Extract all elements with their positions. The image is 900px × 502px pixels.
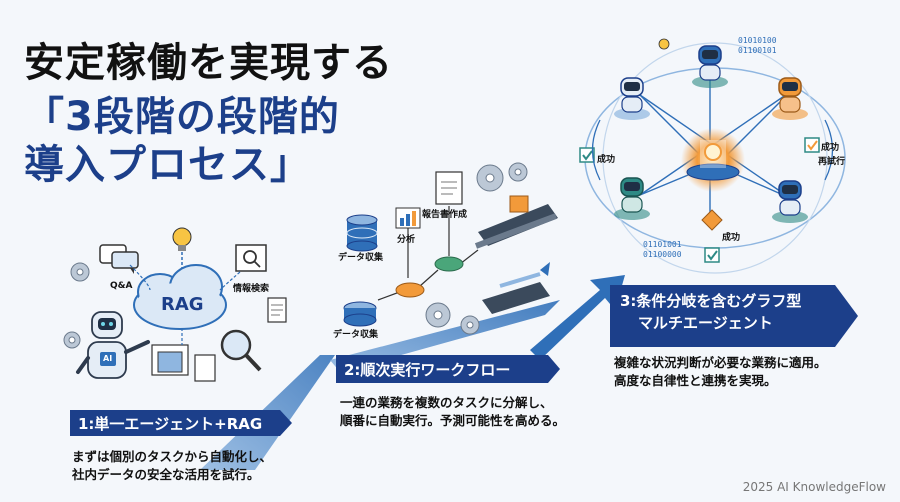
check-icon-2 — [804, 137, 820, 153]
robot-agent-icon-right-bottom — [772, 180, 808, 223]
report-icon — [435, 171, 463, 205]
qa-label: Q&A — [110, 281, 133, 291]
gear-icon — [63, 262, 90, 349]
binary-text-1: 01010100 — [738, 36, 777, 45]
step1-banner-shape — [70, 410, 292, 436]
step3-illustration — [579, 38, 846, 274]
step1-desc-line1: まずは個別のタスクから自動化し、 — [72, 449, 273, 464]
step3-desc-line2: 高度な自律性と連携を実現。 — [614, 373, 777, 388]
success-label-2: 成功 — [821, 143, 840, 153]
step3-banner-line2: マルチエージェント — [638, 314, 773, 332]
folder-icon — [151, 344, 216, 382]
conveyor-icon-2 — [482, 262, 550, 314]
check-icon-3 — [704, 247, 720, 263]
binary-text-2: 01100101 — [738, 46, 777, 55]
data-collect-label-2: データ収集 — [333, 330, 379, 340]
step2-banner: 2:順次実行ワークフロー — [344, 361, 511, 379]
search-label: 情報検索 — [233, 284, 270, 294]
gear-icon-2 — [425, 162, 528, 335]
robot-agent-icon-left-top — [614, 77, 650, 120]
robot-agent-icon-top — [692, 45, 728, 88]
report-label: 報告書作成 — [422, 210, 468, 220]
database-icon-2 — [343, 301, 377, 327]
step3-banner-shape — [610, 285, 858, 347]
binary-text-4: 01100000 — [643, 250, 682, 259]
step2-desc-line2: 順番に自動実行。予測可能性を高める。 — [340, 413, 566, 428]
check-icon — [579, 147, 595, 163]
robot-icon — [76, 311, 150, 379]
core-hub-icon — [681, 128, 745, 192]
analysis-label: 分析 — [397, 235, 416, 245]
binary-text-3: 01101001 — [643, 240, 682, 249]
step2-desc-line1: 一連の業務を複数のタスクに分解し、 — [340, 395, 553, 410]
footer-copyright: 2025 AI KnowledgeFlow — [742, 480, 886, 494]
success-label-1: 成功 — [597, 155, 616, 165]
step2-banner-shape — [336, 355, 560, 383]
rag-cloud-icon — [133, 264, 227, 330]
step1-illustration — [63, 227, 287, 382]
chat-bubble-icon — [99, 244, 139, 274]
search-icon — [235, 244, 267, 272]
step3-desc-line1: 複雑な状況判断が必要な業務に適用。 — [614, 355, 827, 370]
step3-banner-line1: 3:条件分岐を含むグラフ型 — [620, 292, 802, 310]
bar-chart-icon — [395, 207, 421, 229]
step2-illustration — [343, 162, 558, 335]
success-label-3: 成功 — [722, 233, 741, 243]
retry-label: 再試行 — [818, 157, 846, 167]
ai-badge: AI — [103, 354, 113, 363]
title-line-3: 導入プロセス」 — [24, 142, 311, 188]
document-icon — [267, 297, 287, 323]
magnifier-icon — [220, 329, 262, 372]
rag-label: RAG — [161, 294, 204, 315]
step1-banner: 1:単一エージェント+RAG — [78, 415, 263, 433]
robot-agent-icon-left-bottom — [614, 177, 650, 220]
title-line-1: 安定稼働を実現する — [24, 40, 393, 86]
data-collect-label-1: データ収集 — [338, 253, 384, 263]
title-line-2: 「3段階の段階的 — [24, 94, 340, 140]
database-icon — [346, 214, 378, 252]
conveyor-icon — [474, 195, 558, 249]
step1-desc-line2: 社内データの安全な活用を試行。 — [72, 467, 260, 482]
decision-diamond-icon — [701, 209, 723, 231]
lightbulb-icon-2 — [658, 38, 670, 50]
robot-agent-icon-right-top — [772, 77, 808, 120]
lightbulb-icon — [172, 227, 192, 268]
